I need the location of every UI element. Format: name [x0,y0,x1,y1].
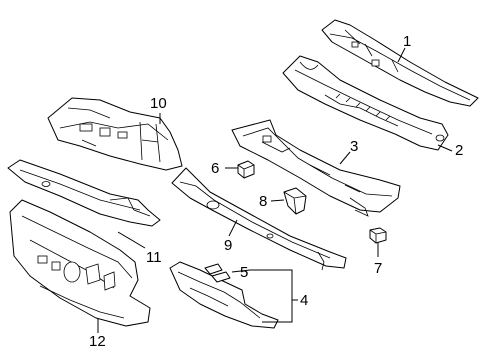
callout-11: 11 [146,249,162,266]
callout-10: 10 [150,95,167,112]
part-11-lower-cowl [7,159,161,227]
callout-5: 5 [240,264,248,281]
part-2-cowl-panel [282,55,449,151]
callout-6: 6 [211,160,219,177]
callout-1: 1 [403,33,411,50]
part-1-cowl-cover [321,19,479,107]
part-7-grommet [369,227,387,244]
callout-4: 4 [300,292,308,309]
part-3-cross-member [231,119,401,217]
leader-lines [97,47,453,333]
part-4-lower-assembly [169,261,279,329]
part-12-dash-panel [9,199,151,327]
callout-7: 7 [374,260,382,277]
part-6-clip [237,160,255,179]
part-9-reinforcement [171,167,347,271]
part-10-dash-insulator [47,97,183,171]
callout-3: 3 [350,138,358,155]
part-8-bracket [283,187,307,215]
callout-8: 8 [259,193,267,210]
callout-12: 12 [89,333,106,350]
callout-9: 9 [224,237,232,254]
callout-2: 2 [455,142,463,159]
callout-labels: 1 2 3 4 5 6 7 8 9 10 11 12 [89,33,463,350]
